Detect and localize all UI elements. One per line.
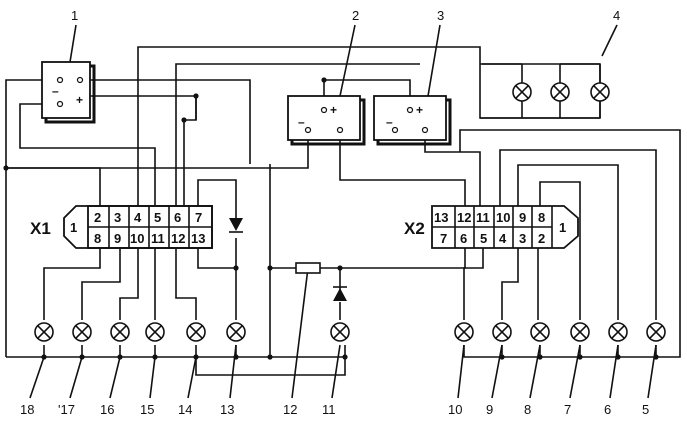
x2-pin-bottom: 6 bbox=[460, 231, 467, 246]
connector-x2-label: X2 bbox=[404, 219, 425, 238]
junction-dots bbox=[3, 77, 659, 360]
resistor-12 bbox=[295, 262, 321, 274]
label-15: 15 bbox=[140, 402, 154, 417]
x2-pin-top: 11 bbox=[476, 210, 490, 225]
lamp-4b bbox=[550, 82, 570, 102]
lamp-4c bbox=[590, 82, 610, 102]
x1-pin-bottom: 8 bbox=[94, 231, 101, 246]
unit-1-minus-sign: – bbox=[52, 84, 59, 98]
diode-upper bbox=[229, 218, 243, 233]
label-11: 11 bbox=[322, 402, 336, 417]
label-4: 4 bbox=[613, 8, 620, 23]
x2-pin-top: 9 bbox=[519, 210, 526, 225]
unit-1-plus-sign: + bbox=[76, 93, 83, 107]
lamp-8 bbox=[530, 322, 550, 342]
junction-dot bbox=[79, 354, 85, 360]
lamp-11 bbox=[330, 322, 350, 342]
junction-dot bbox=[337, 265, 343, 271]
x1-pin-bottom: 9 bbox=[114, 231, 121, 246]
x1-pin-top: 4 bbox=[134, 210, 142, 225]
junction-dot bbox=[615, 354, 621, 360]
x1-pin-top: 7 bbox=[195, 210, 202, 225]
connector-x1-label: X1 bbox=[30, 219, 51, 238]
junction-dot bbox=[321, 77, 327, 83]
junction-dot bbox=[577, 354, 583, 360]
diode-lower bbox=[333, 286, 347, 301]
connector-x1: 1 2 3 4 5 6 7 8 9 10 11 12 13 bbox=[63, 205, 213, 249]
label-2: 2 bbox=[352, 8, 359, 23]
junction-dot bbox=[499, 354, 505, 360]
lamp-4a bbox=[512, 82, 532, 102]
x2-pin-bottom: 2 bbox=[538, 231, 545, 246]
x1-pin-top: 6 bbox=[174, 210, 181, 225]
label-12: 12 bbox=[283, 402, 297, 417]
label-6: 6 bbox=[604, 402, 611, 417]
label-5: 5 bbox=[642, 402, 649, 417]
label-10: 10 bbox=[448, 402, 462, 417]
unit-2-minus-sign: – bbox=[298, 115, 305, 129]
x2-pin-bottom: 5 bbox=[480, 231, 487, 246]
unit-1: – + bbox=[41, 61, 96, 124]
x2-pin-bottom: 4 bbox=[499, 231, 507, 246]
junction-dot bbox=[233, 265, 239, 271]
lamp-15 bbox=[145, 322, 165, 342]
x2-pin-top: 12 bbox=[457, 210, 471, 225]
lamp-6 bbox=[608, 322, 628, 342]
x1-pin-bottom: 13 bbox=[191, 231, 205, 246]
lamp-10 bbox=[454, 322, 474, 342]
x1-pin-top: 3 bbox=[114, 210, 121, 225]
x1-pin-bottom: 12 bbox=[171, 231, 185, 246]
x2-pin-top: 13 bbox=[434, 210, 448, 225]
label-7: 7 bbox=[564, 402, 571, 417]
label-9: 9 bbox=[486, 402, 493, 417]
label-17: '17 bbox=[58, 402, 75, 417]
junction-dot bbox=[537, 354, 543, 360]
x2-pin-bottom: 7 bbox=[440, 231, 447, 246]
junction-dot bbox=[181, 117, 187, 123]
unit-3-minus-sign: – bbox=[386, 115, 393, 129]
x1-pin-bottom: 10 bbox=[130, 231, 144, 246]
x1-pin-top: 2 bbox=[94, 210, 101, 225]
lamp-9 bbox=[492, 322, 512, 342]
label-3: 3 bbox=[437, 8, 444, 23]
junction-dot bbox=[152, 354, 158, 360]
label-8: 8 bbox=[524, 402, 531, 417]
junction-dot bbox=[653, 354, 659, 360]
unit-3: + – bbox=[373, 95, 452, 146]
lamp-13 bbox=[226, 322, 246, 342]
lamp-17 bbox=[72, 322, 92, 342]
junction-dot bbox=[193, 93, 199, 99]
junction-dot bbox=[41, 354, 47, 360]
lamp-16 bbox=[110, 322, 130, 342]
junction-dot bbox=[342, 354, 348, 360]
junction-dot bbox=[267, 354, 273, 360]
unit-3-plus-sign: + bbox=[416, 103, 423, 117]
junction-dot bbox=[193, 354, 199, 360]
x1-pin-end: 1 bbox=[70, 220, 77, 235]
lamp-7 bbox=[570, 322, 590, 342]
lamp-5 bbox=[646, 322, 666, 342]
x2-pin-end: 1 bbox=[559, 220, 566, 235]
connector-x2: 13 12 11 10 9 8 7 6 5 4 3 2 1 bbox=[431, 205, 579, 249]
lamp-18 bbox=[34, 322, 54, 342]
label-1: 1 bbox=[71, 8, 78, 23]
label-13: 13 bbox=[220, 402, 234, 417]
label-14: 14 bbox=[178, 402, 192, 417]
label-18: 18 bbox=[20, 402, 34, 417]
junction-dot bbox=[117, 354, 123, 360]
junction-dot bbox=[233, 354, 239, 360]
x2-pin-top: 8 bbox=[538, 210, 545, 225]
unit-2: + – bbox=[287, 95, 366, 146]
x1-pin-bottom: 11 bbox=[151, 231, 165, 246]
x2-pin-top: 10 bbox=[496, 210, 510, 225]
x2-pin-bottom: 3 bbox=[519, 231, 526, 246]
junction-dot bbox=[267, 265, 273, 271]
x1-pin-top: 5 bbox=[154, 210, 161, 225]
unit-2-plus-sign: + bbox=[330, 103, 337, 117]
junction-dot bbox=[3, 165, 9, 171]
label-16: 16 bbox=[100, 402, 114, 417]
lamp-14 bbox=[186, 322, 206, 342]
